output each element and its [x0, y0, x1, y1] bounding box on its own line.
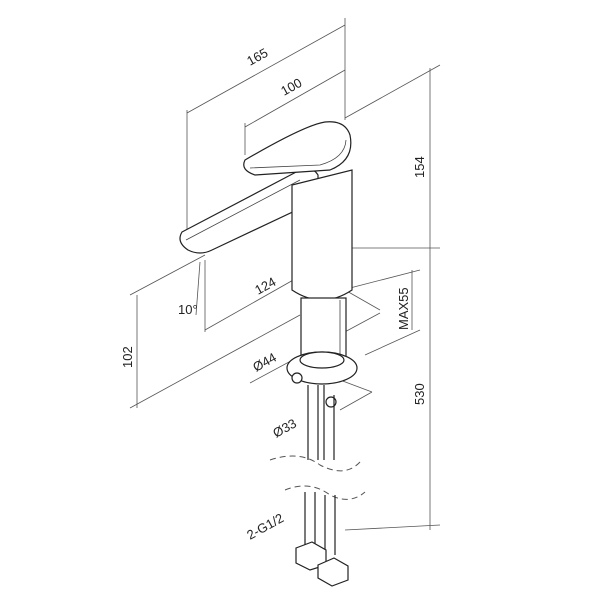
- dim-max55: MAX55: [396, 287, 411, 330]
- dim-10-deg: 10°: [178, 302, 198, 317]
- dim-102: 102: [120, 346, 135, 368]
- faucet-body: [179, 121, 366, 587]
- dim-d44: Ø44: [250, 350, 279, 375]
- dim-154: 154: [412, 156, 427, 178]
- dim-165: 165: [244, 45, 270, 69]
- dim-124: 124: [252, 274, 278, 298]
- dimension-lines: [129, 18, 441, 531]
- dim-530: 530: [412, 383, 427, 405]
- dim-d33: Ø33: [270, 416, 299, 441]
- dim-2-g1-2: 2-G1/2: [244, 510, 286, 542]
